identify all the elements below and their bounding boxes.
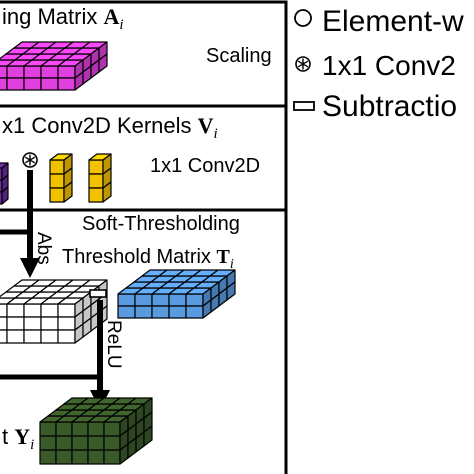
relu-label: ReLU [103,320,124,369]
abs-arrow [20,170,40,278]
scaling-op-label: Scaling [206,45,272,67]
purple-kernel [0,162,9,205]
legend: Element-w 1x1 Conv2 Subtractio [293,5,464,123]
minus-box-icon [89,289,107,298]
soft-thresholding-section-box [0,208,288,474]
output-cube [39,397,153,465]
conv-op-label: 1x1 Conv2D [150,155,260,177]
yellow-kernel-2 [88,153,112,203]
scaling-matrix-title: ing Matrix Ai [2,4,124,33]
legend-item-label: Subtractio [322,90,457,123]
legend-item-label: Element-w [322,5,464,38]
scaling-matrix-cube [0,41,108,91]
threshold-matrix-cube [117,269,236,319]
threshold-matrix-label: Threshold Matrix Ti [62,246,234,272]
circle-icon [294,9,312,27]
abs-result-cube [0,279,108,344]
minus-box-icon [293,101,315,111]
conv-kernels-title: x1 Conv2D Kernels Vi [2,113,218,142]
output-label: t Yi [2,424,34,453]
yellow-kernel-1 [49,153,73,203]
circled-asterisk-icon [295,56,311,72]
soft-thresholding-label: Soft-Thresholding [82,213,240,235]
circled-asterisk-icon [22,152,38,168]
legend-item-label: 1x1 Conv2 [322,50,456,81]
abs-label: Abs [33,232,54,265]
